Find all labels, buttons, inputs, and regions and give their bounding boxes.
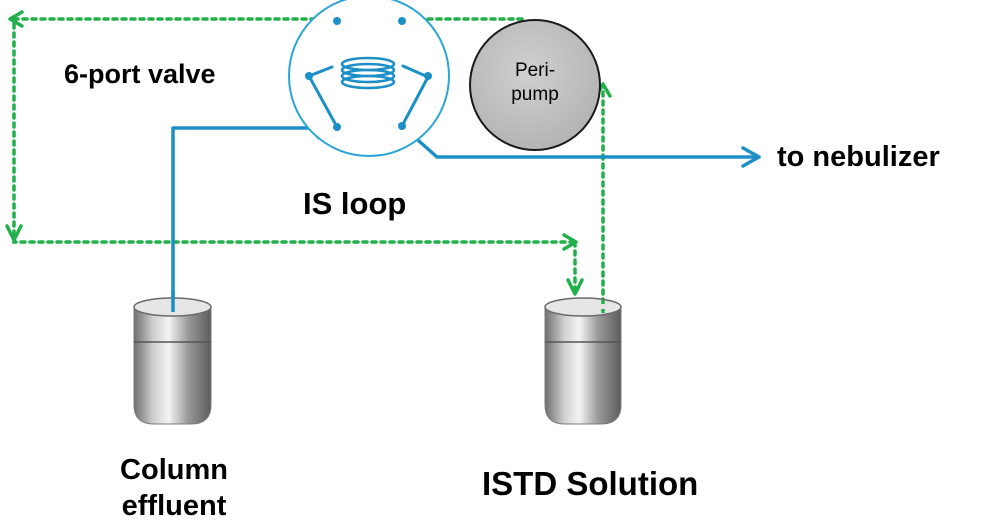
column-effluent-label: Column effluent <box>84 452 264 524</box>
valve-port-4 <box>424 72 432 80</box>
valve-port-1 <box>333 17 341 25</box>
valve-port-2 <box>398 17 406 25</box>
arrow-right-bottom <box>562 233 578 251</box>
istd-loop-path <box>12 17 605 314</box>
pump-label-line2: pump <box>511 83 559 105</box>
loop-label: IS loop <box>303 186 407 221</box>
nebulizer-arrowhead <box>741 146 761 168</box>
is-loop-coil <box>340 56 396 90</box>
peristaltic-pump-icon <box>469 19 601 151</box>
nebulizer-label: to nebulizer <box>777 141 940 173</box>
arrow-down-istd <box>566 278 584 296</box>
column-label-line2: effluent <box>121 490 227 522</box>
valve-port-5 <box>333 123 341 131</box>
arrow-left-top <box>8 10 24 28</box>
pump-label: Peri- pump <box>495 59 575 107</box>
istd-solution-label: ISTD Solution <box>482 465 699 502</box>
column-label-line1: Column <box>120 454 228 486</box>
pump-label-line1: Peri- <box>514 60 556 81</box>
valve-label: 6-port valve <box>64 59 216 89</box>
valve-port-3 <box>305 72 313 80</box>
valve-port-6 <box>398 122 406 130</box>
istd-vial-icon <box>544 297 622 425</box>
six-port-valve-icon <box>288 0 450 157</box>
column-vial-icon <box>133 297 212 425</box>
valve-body <box>288 0 450 157</box>
arrow-down-left <box>5 224 23 242</box>
loop-top-line <box>12 17 574 244</box>
